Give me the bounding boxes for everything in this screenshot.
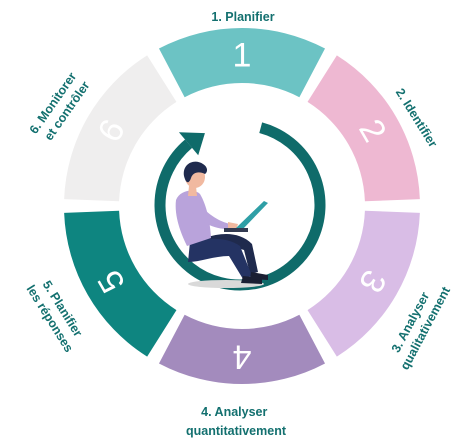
segment-2-identifier	[307, 55, 420, 202]
segment-4-number: 4	[233, 338, 252, 376]
laptop-base	[224, 228, 248, 232]
shoe-back	[250, 272, 268, 280]
segment-1-planifier	[158, 27, 326, 98]
segment-1-number: 1	[233, 37, 252, 75]
segment-4-analyser-quantitativement	[158, 314, 326, 384]
segment-5-planifier-reponses	[64, 210, 177, 357]
segment-5-label: 5. Planifier les réponses	[24, 274, 90, 355]
cycle-ring	[64, 27, 420, 384]
segment-3-analyser-qualitativement	[307, 210, 420, 357]
segment-6-monitorer-controler	[64, 55, 177, 202]
torso	[175, 190, 211, 246]
hair	[183, 161, 208, 183]
leg-front	[188, 238, 252, 279]
segment-4-label: 4. Analyser quantitativement	[186, 405, 287, 438]
segment-1-label: 1. Planifier	[211, 10, 274, 24]
laptop-screen	[236, 201, 268, 230]
person-with-laptop-icon	[175, 161, 268, 288]
neck	[188, 186, 197, 196]
arm	[192, 200, 232, 230]
